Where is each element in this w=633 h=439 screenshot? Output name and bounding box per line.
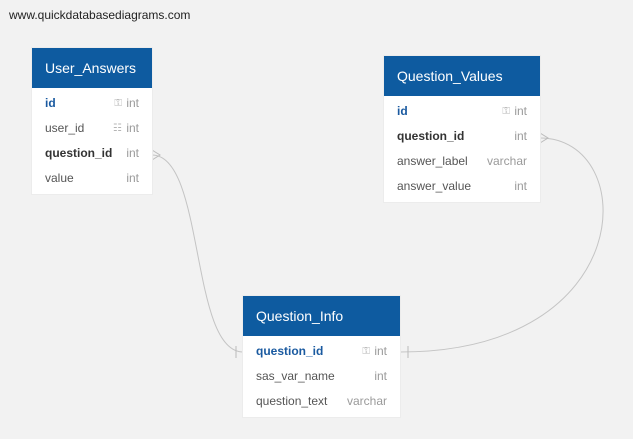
- field-type: int: [126, 121, 139, 135]
- table-user-answers[interactable]: User_Answers id ⚿ int user_id ☷ int ques…: [32, 48, 152, 194]
- field-name: id: [397, 104, 408, 118]
- field-row[interactable]: answer_value int: [384, 174, 540, 199]
- field-row[interactable]: question_text varchar: [243, 389, 400, 414]
- field-type: varchar: [346, 394, 387, 408]
- key-icon: ⚿: [502, 106, 510, 117]
- field-type: int: [514, 129, 527, 143]
- field-type: varchar: [486, 154, 527, 168]
- table-title: User_Answers: [32, 48, 152, 88]
- field-name: id: [45, 96, 56, 110]
- field-name: user_id: [45, 121, 85, 135]
- many-crowsfoot-user-answers: [151, 149, 161, 161]
- foreign-key-icon: ☷: [113, 123, 122, 134]
- field-row[interactable]: user_id ☷ int: [32, 116, 152, 141]
- field-row[interactable]: question_id int: [384, 124, 540, 149]
- field-row[interactable]: question_id ⚿ int: [243, 339, 400, 364]
- field-type: int: [126, 146, 139, 160]
- field-type: int: [126, 171, 139, 185]
- field-type: int: [126, 96, 139, 110]
- field-name: question_id: [45, 146, 113, 160]
- field-name: question_id: [256, 344, 324, 358]
- field-name: answer_label: [397, 154, 468, 168]
- field-name: question_id: [397, 129, 465, 143]
- field-row[interactable]: id ⚿ int: [32, 91, 152, 116]
- field-type: int: [514, 104, 527, 118]
- connector-question-values-question-info: [399, 137, 604, 353]
- field-name: answer_value: [397, 179, 472, 193]
- field-type: int: [374, 344, 387, 358]
- table-question-info[interactable]: Question_Info question_id ⚿ int sas_var_…: [243, 296, 400, 417]
- key-icon: ⚿: [114, 98, 122, 109]
- field-name: question_text: [256, 394, 328, 408]
- watermark: www.quickdatabasediagrams.com: [9, 8, 191, 22]
- table-title: Question_Info: [243, 296, 400, 336]
- connector-user-answers-question-info: [151, 154, 244, 353]
- table-title: Question_Values: [384, 56, 540, 96]
- field-row[interactable]: id ⚿ int: [384, 99, 540, 124]
- field-row[interactable]: question_id int: [32, 141, 152, 166]
- many-crowsfoot-question-values: [539, 132, 549, 144]
- field-type: int: [374, 369, 387, 383]
- table-question-values[interactable]: Question_Values id ⚿ int question_id int…: [384, 56, 540, 202]
- field-type: int: [514, 179, 527, 193]
- key-icon: ⚿: [362, 346, 370, 357]
- field-row[interactable]: answer_label varchar: [384, 149, 540, 174]
- field-row[interactable]: sas_var_name int: [243, 364, 400, 389]
- field-name: value: [45, 171, 74, 185]
- field-row[interactable]: value int: [32, 166, 152, 191]
- field-name: sas_var_name: [256, 369, 335, 383]
